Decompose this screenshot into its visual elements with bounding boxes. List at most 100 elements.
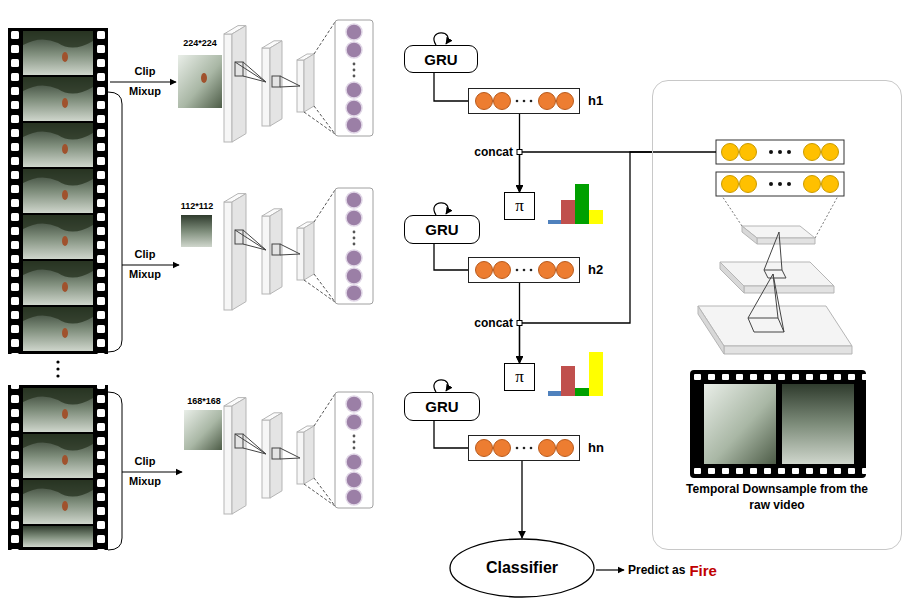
clip-mixup-label: Clip Mixup <box>124 245 166 285</box>
downsample-branch <box>757 238 815 244</box>
hidden-state-label: h1 <box>588 89 603 112</box>
downsample-branch <box>764 232 782 270</box>
film-strip <box>8 385 108 550</box>
hidden-units <box>476 93 574 110</box>
clip-arrow <box>122 471 182 472</box>
action-distribution-bars <box>561 200 575 224</box>
downsample-branch <box>744 286 834 293</box>
gru-cell: GRU <box>404 45 478 73</box>
film-strip <box>23 215 93 259</box>
downsample-branch <box>748 274 784 332</box>
gru-recurrence <box>434 380 448 392</box>
input-size: 224*224 <box>183 38 217 48</box>
downsample-panel: Temporal Downsample from the raw video <box>652 80 902 550</box>
hidden-units <box>476 262 574 279</box>
hidden-state: h2 <box>468 257 580 283</box>
prediction-text: Predict as <box>628 563 685 577</box>
input-size: 112*112 <box>181 201 214 211</box>
downsample-branch <box>764 270 786 278</box>
film-strip <box>56 360 59 363</box>
gru-recurrence <box>434 203 448 215</box>
film-strip <box>23 31 93 75</box>
connector <box>434 244 468 270</box>
input-thumbnail <box>178 55 222 450</box>
connector <box>520 152 653 192</box>
prediction-arrow <box>596 569 624 570</box>
action-distribution-bars <box>548 220 561 224</box>
action-distribution-bars <box>548 184 603 396</box>
clip-mixup-label: Clip Mixup <box>124 62 166 102</box>
film-strip <box>23 434 93 478</box>
clip-bracket <box>108 92 122 352</box>
downsample-branch <box>716 172 844 196</box>
action-distribution-bars <box>589 210 603 224</box>
policy-symbol: π <box>515 367 524 387</box>
downsample-branch <box>690 370 866 478</box>
film-strip <box>23 480 93 524</box>
predicted-class: Fire <box>689 562 717 579</box>
downsample-branch <box>724 346 852 354</box>
film-strip <box>8 28 108 354</box>
downsample-branch <box>748 232 786 332</box>
input-thumbnail <box>178 55 222 108</box>
clip-arrow <box>110 82 182 472</box>
film-strip <box>56 374 59 377</box>
gru-recurrence <box>434 33 448 392</box>
film-strip <box>23 169 93 213</box>
downsample-branch <box>742 226 757 244</box>
film-strip <box>23 123 93 167</box>
hidden-units <box>476 440 574 457</box>
classifier-ellipse <box>450 539 594 597</box>
concat-junction <box>517 150 522 155</box>
gru-label: GRU <box>424 51 457 68</box>
cnn-layers <box>224 392 373 514</box>
clip-bracket <box>108 392 122 550</box>
cnn-layers <box>224 188 373 310</box>
input-thumbnail <box>201 73 207 83</box>
clip-arrow <box>122 264 179 265</box>
film-strip <box>8 28 108 354</box>
action-distribution-bars <box>575 184 589 224</box>
panel-caption: Temporal Downsample from the raw video <box>682 481 872 513</box>
downsample-branch <box>698 306 852 346</box>
gru-label: GRU <box>425 398 458 415</box>
concat-junction <box>517 150 522 326</box>
policy-symbol: π <box>515 196 524 216</box>
cnn-layers <box>224 20 373 142</box>
downsample-branch <box>720 262 744 293</box>
connector <box>521 461 522 538</box>
connector <box>434 421 468 448</box>
downsample-branch <box>722 196 838 238</box>
concat-label: concat <box>474 145 513 159</box>
input-thumbnail <box>184 410 222 450</box>
downsample-branch <box>690 370 866 478</box>
input-thumbnail <box>181 215 212 247</box>
clip-mixup-label: Clip Mixup <box>124 452 166 492</box>
input-size: 168*168 <box>187 396 221 406</box>
policy-head: π <box>504 363 535 391</box>
film-strip <box>23 388 93 432</box>
concat-label: concat <box>474 316 513 330</box>
hidden-state-label: hn <box>588 436 604 459</box>
clip-arrow <box>110 81 176 82</box>
action-distribution-bars <box>548 391 561 396</box>
downsample-branch <box>698 226 852 354</box>
downsample-branch <box>722 196 838 238</box>
film-strip <box>8 385 108 550</box>
film-strip <box>23 77 93 121</box>
film-strip <box>23 261 93 305</box>
downsample-branch <box>652 140 866 478</box>
gru-label: GRU <box>425 221 458 238</box>
hidden-state: h1 <box>468 88 580 114</box>
downsample-branch <box>716 140 844 164</box>
hidden-state-label: h2 <box>588 258 603 281</box>
gru-cell: GRU <box>404 392 480 421</box>
gru-cell: GRU <box>404 215 480 244</box>
clip-bracket <box>108 92 122 550</box>
gru-recurrence <box>434 33 448 45</box>
policy-head: π <box>504 192 535 220</box>
classifier-label: Classifier <box>486 559 558 577</box>
action-distribution-bars <box>589 352 603 396</box>
film-strip <box>56 367 59 370</box>
downsample-branch <box>652 151 716 152</box>
